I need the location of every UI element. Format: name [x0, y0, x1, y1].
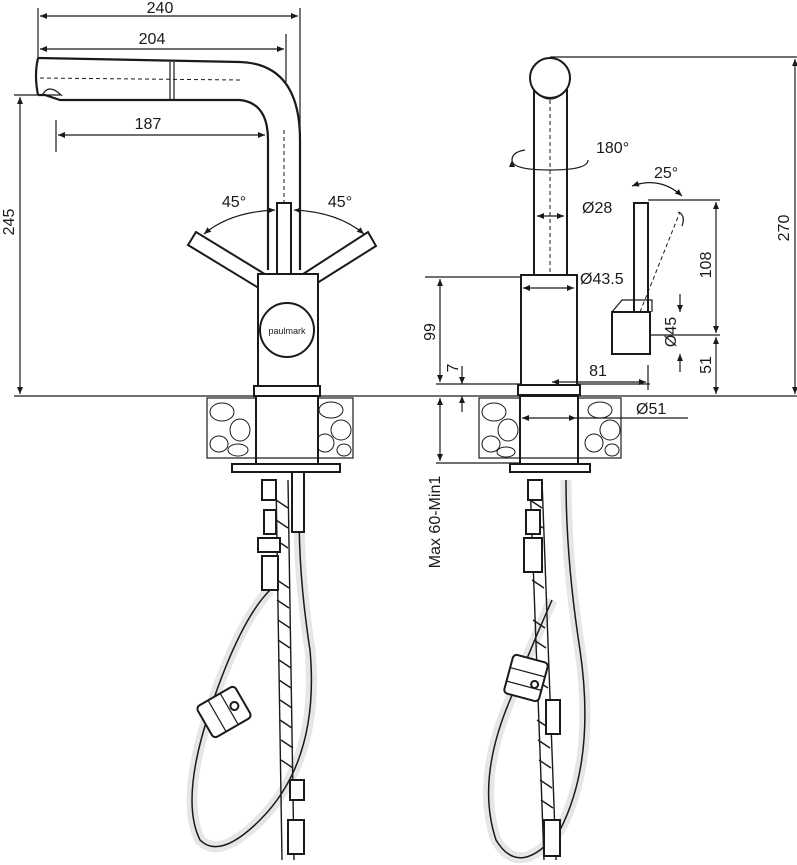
angle-label-right: 45°: [328, 194, 352, 211]
side-handle-body: [611, 311, 651, 355]
side-body: [520, 274, 578, 386]
dia-base-label: Ø51: [636, 401, 666, 418]
brand-badge: [259, 302, 315, 358]
dim-label-108: 108: [698, 252, 715, 279]
front-view: 240 204 187 245 45° 45° paulmark: [1, 0, 378, 861]
dim-label-204: 204: [139, 31, 166, 48]
handle-angle-label: 25°: [654, 165, 678, 182]
dia-body-label: Ø43.5: [580, 271, 624, 288]
dim-label-51: 51: [698, 356, 715, 374]
stone-section-front: [206, 395, 354, 473]
handle-angle-arc: [631, 180, 683, 197]
spout-outline: [37, 56, 302, 270]
rotation-label: 180°: [596, 140, 629, 157]
side-view: 180° Ø28 Ø43.5 25° Ø45 270 108 51 99: [422, 56, 797, 864]
dim-label-99: 99: [422, 323, 439, 341]
dim-label-7: 7: [445, 363, 462, 372]
rotation-arrow: [509, 159, 589, 171]
hose-weight-side: [503, 653, 549, 703]
side-handle-lever: [633, 202, 649, 313]
dia-spout-label: Ø28: [582, 200, 612, 217]
dim-label-81: 81: [589, 363, 607, 380]
dia-handle-label: Ø45: [663, 317, 680, 347]
angle-label-left: 45°: [222, 194, 246, 211]
angle-arc-left: [203, 207, 276, 235]
angle-arc-right: [293, 207, 365, 235]
dim-label-240: 240: [147, 0, 174, 17]
side-spout-head: [529, 57, 571, 99]
brand-label: paulmark: [268, 326, 306, 336]
hose-weight-front: [196, 685, 252, 739]
stone-section-side: [478, 395, 622, 473]
dim-label-245: 245: [1, 209, 18, 236]
handle-left-ghost: [186, 230, 270, 292]
dim-label-mount: Max 60-Min1: [427, 476, 444, 569]
dim-label-187: 187: [135, 116, 162, 133]
dim-label-270: 270: [776, 215, 793, 242]
